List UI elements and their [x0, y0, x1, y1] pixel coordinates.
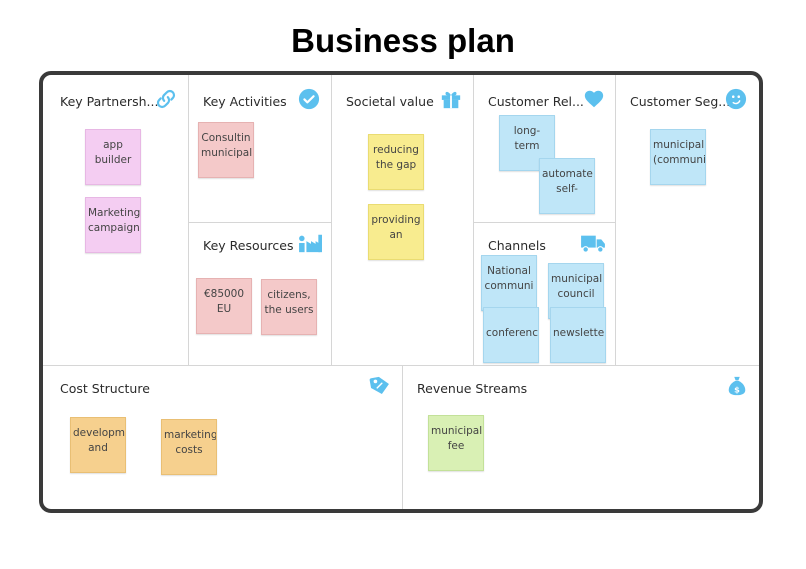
divider — [473, 222, 615, 223]
sticky-note[interactable]: citizens, the users — [261, 279, 317, 335]
societal-value-title: Societal value — [346, 94, 434, 109]
sticky-note[interactable]: €85000 EU — [196, 278, 252, 334]
sticky-note[interactable]: providing an — [368, 204, 424, 260]
divider — [615, 75, 616, 365]
key-partnerships-title: Key Partnersh... — [60, 94, 159, 109]
check-circle-icon — [298, 88, 320, 110]
cost-structure-title: Cost Structure — [60, 381, 150, 396]
factory-icon — [299, 234, 322, 253]
sticky-note[interactable]: municipal (communi — [650, 129, 706, 185]
truck-icon — [581, 235, 605, 253]
sticky-note[interactable]: Consultin municipal — [198, 122, 254, 178]
key-resources-title: Key Resources — [203, 238, 294, 253]
divider — [331, 75, 332, 365]
divider — [402, 365, 403, 509]
divider — [43, 365, 759, 366]
divider — [473, 75, 474, 365]
money-bag-icon: $ — [728, 376, 746, 396]
revenue-streams-title: Revenue Streams — [417, 381, 528, 396]
sticky-note[interactable]: app builder — [85, 129, 141, 185]
gift-icon — [441, 91, 461, 109]
sticky-note[interactable]: developm and — [70, 417, 126, 473]
customer-relationships-title: Customer Rel... — [488, 94, 584, 109]
sticky-note[interactable]: marketing costs — [161, 419, 217, 475]
sticky-note[interactable]: Marketing campaign — [85, 197, 141, 253]
sticky-note[interactable]: long- term — [499, 115, 555, 171]
svg-text:$: $ — [734, 384, 740, 394]
divider — [188, 222, 331, 223]
link-icon — [156, 89, 176, 109]
sticky-note[interactable]: conferenc — [483, 307, 539, 363]
canvas-board: Key Partnersh... app builder Marketing c… — [39, 71, 763, 513]
heart-icon — [584, 90, 604, 108]
sticky-note[interactable]: reducing the gap — [368, 134, 424, 190]
customer-segments-title: Customer Seg... — [630, 94, 731, 109]
price-tag-icon — [369, 376, 389, 395]
smiley-icon — [725, 88, 747, 110]
divider — [188, 75, 189, 365]
sticky-note[interactable]: municipal fee — [428, 415, 484, 471]
channels-title: Channels — [488, 238, 546, 253]
key-activities-title: Key Activities — [203, 94, 287, 109]
sticky-note[interactable]: automate self- — [539, 158, 595, 214]
page-title: Business plan — [291, 22, 515, 59]
sticky-note[interactable]: newslette — [550, 307, 606, 363]
sticky-note[interactable]: National communi — [481, 255, 537, 311]
